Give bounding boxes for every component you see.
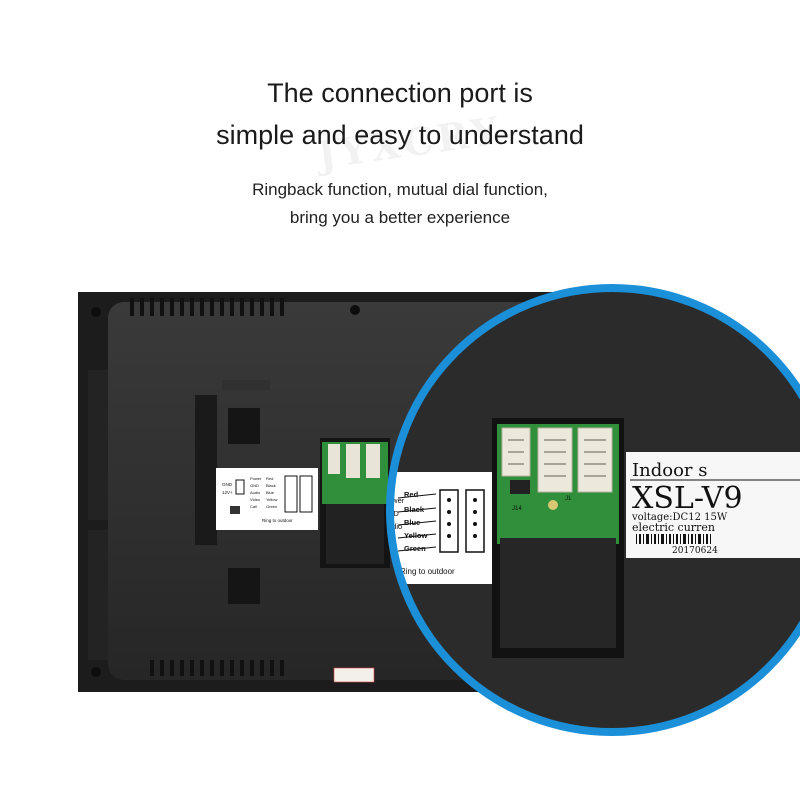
sticker-date: 20170624 [672, 546, 718, 556]
top-vent-slots [130, 298, 284, 316]
headline: The connection port is simple and easy t… [0, 72, 800, 156]
subheadline-line-1: Ringback function, mutual dial function, [252, 180, 548, 199]
mount-slot-1 [195, 395, 217, 545]
zoom-wire-2: ND [388, 509, 399, 518]
side-ridge-lower [88, 530, 108, 660]
subheadline-line-2: bring you a better experience [289, 208, 511, 227]
headline-line-1: The connection port is [267, 78, 533, 108]
sticker-voltage: voltage:DC12 15W [631, 512, 728, 523]
zoom-color-2: Black [404, 505, 425, 514]
small-color-5: Green [266, 504, 277, 509]
zoom-wire-1: ower [388, 496, 405, 505]
sticker-model: XSL-V9 [632, 481, 743, 516]
zoom-magnifier: ower ND udio eo l Red Black Blue Yellow … [386, 284, 800, 736]
zoom-ring-note: Ring to outdoor [400, 567, 455, 576]
board-mark-2: J1 [565, 496, 572, 502]
zoom-color-4: Yellow [404, 531, 428, 540]
pcb-small [320, 438, 390, 568]
zoom-jumper [510, 480, 530, 494]
zoom-ring-border [386, 284, 800, 736]
zoom-color-1: Red [404, 490, 419, 499]
zoom-connector-3 [577, 427, 613, 493]
small-wire-3: Audio [250, 490, 261, 495]
zoom-color-3: Blue [404, 518, 420, 527]
sticker-barcode [636, 534, 711, 544]
mount-slot-2 [222, 380, 270, 390]
warranty-sticker [333, 667, 375, 683]
zoom-wire-3: udio [388, 522, 402, 531]
bottom-vent-slots [150, 660, 284, 676]
small-wire-2: GND [250, 483, 259, 488]
side-ridge-upper [88, 370, 108, 520]
wiring-label-small: GND 12V+ Power GND Audio Video Call Red … [216, 468, 318, 530]
small-ring-note: Ring to outdoor [262, 518, 293, 523]
zoom-black-module [500, 538, 616, 648]
small-color-3: Blue [266, 490, 275, 495]
sticker-current: electric curren [632, 521, 715, 534]
small-color-4: Yellow [266, 497, 278, 502]
small-pin-label-2: 12V+ [222, 490, 233, 495]
small-color-2: Black [266, 483, 276, 488]
small-wire-1: Power [250, 476, 262, 481]
small-pin-label-1: GND [222, 482, 233, 487]
subheadline: Ringback function, mutual dial function,… [0, 176, 800, 232]
sticker-title: Indoor s [632, 460, 707, 481]
mount-cutout-2 [228, 568, 260, 604]
small-color-1: Red [266, 476, 273, 481]
zoom-color-5: Green [404, 544, 426, 553]
board-mark-1: J14 [512, 506, 522, 512]
mount-cutout-1 [228, 408, 260, 444]
headline-line-2: simple and easy to understand [216, 120, 584, 150]
small-wire-4: Video [250, 497, 261, 502]
small-wire-5: Call [250, 504, 257, 509]
zoom-connector-2 [537, 427, 573, 493]
